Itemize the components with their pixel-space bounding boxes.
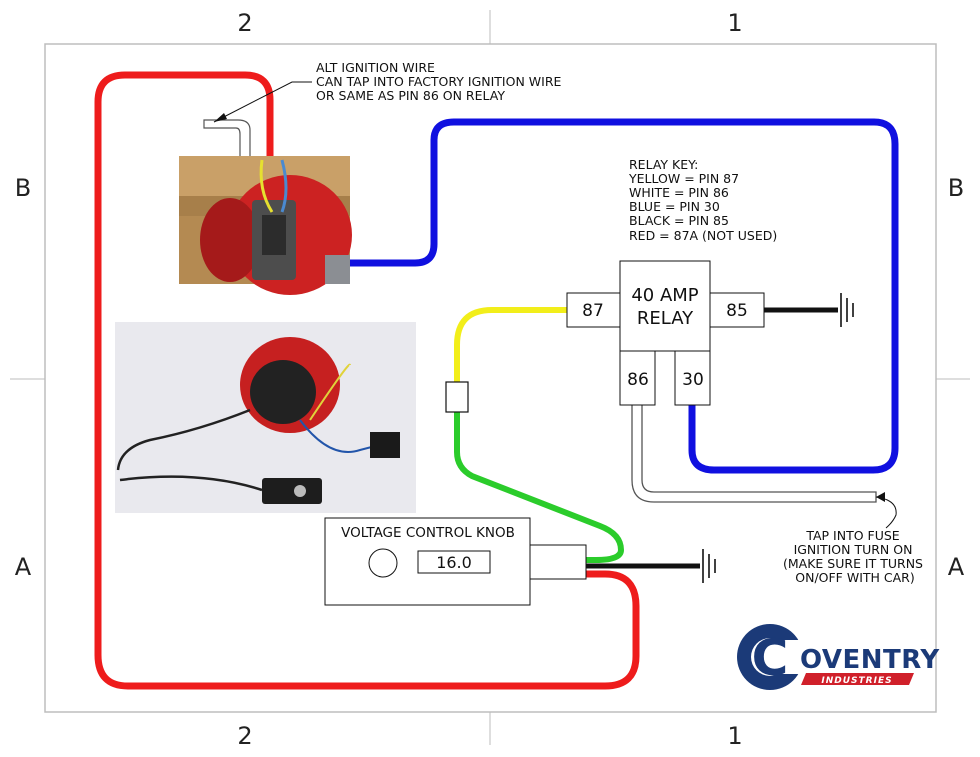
zone-label-bottom-1: 1	[727, 722, 742, 750]
relay-pin-30-box	[674, 350, 711, 406]
zone-label-right-b: B	[948, 174, 964, 202]
relay-key-line: YELLOW = PIN 87	[628, 171, 739, 186]
red-wire	[94, 71, 640, 690]
alt-note: ALT IGNITION WIRE CAN TAP INTO FACTORY I…	[316, 60, 565, 103]
alt-note-arrowhead	[214, 113, 227, 122]
relay-key: RELAY KEY: YELLOW = PIN 87 WHITE = PIN 8…	[628, 157, 777, 243]
alt-note-line: CAN TAP INTO FACTORY IGNITION WIRE	[316, 74, 562, 89]
logo-wordmark: OVENTRY	[800, 645, 940, 675]
white-wire	[631, 405, 877, 503]
tap-note: TAP INTO FUSE IGNITION TURN ON (MAKE SUR…	[783, 528, 927, 585]
tap-note-arrowhead	[876, 492, 885, 502]
ground-icon-relay	[840, 293, 854, 327]
zone-label-left-a: A	[15, 553, 32, 581]
relay-pin-86: 86	[627, 370, 649, 390]
svg-text:C: C	[752, 629, 789, 687]
zone-label-top-1: 1	[727, 9, 742, 37]
knob-title: VOLTAGE CONTROL KNOB	[341, 525, 515, 541]
zone-label-top-2: 2	[237, 9, 252, 37]
green-wire	[454, 412, 625, 563]
relay-key-line: WHITE = PIN 86	[629, 185, 729, 200]
module-connector	[529, 544, 587, 580]
alt-ignition-wire	[203, 119, 251, 159]
relay-key-line: BLACK = PIN 85	[629, 213, 729, 228]
knob-dial-icon	[368, 548, 398, 578]
alternator-connector-photo	[179, 156, 352, 295]
tap-note-line: ON/OFF WITH CAR)	[795, 570, 915, 585]
alt-note-line: OR SAME AS PIN 86 ON RELAY	[316, 88, 505, 103]
voltage-control-module: VOLTAGE CONTROL KNOB 16.0	[324, 517, 587, 606]
relay-key-line: BLUE = PIN 30	[629, 199, 720, 214]
relay-40amp: 40 AMP RELAY 87 85 86 30	[566, 260, 765, 406]
relay-label-line2: RELAY	[637, 308, 694, 329]
zone-label-left-b: B	[15, 174, 31, 202]
tap-note-leader	[875, 496, 897, 529]
relay-pin-85: 85	[726, 301, 748, 321]
tap-note-line: (MAKE SURE IT TURNS	[783, 556, 923, 571]
tap-note-line: IGNITION TURN ON	[794, 542, 913, 557]
tap-note-line: TAP INTO FUSE	[805, 528, 899, 543]
inline-fuse-connector	[445, 381, 469, 413]
zone-label-bottom-2: 2	[237, 722, 252, 750]
yellow-wire	[454, 307, 567, 382]
logo-subtitle: INDUSTRIES	[821, 676, 892, 686]
knob-display	[417, 550, 491, 574]
relay-pin-87: 87	[582, 301, 604, 321]
relay-body	[619, 260, 711, 352]
coventry-logo: C OVENTRY INDUSTRIES	[737, 624, 940, 690]
alt-note-leader	[213, 81, 312, 123]
relay-pin-87-box	[566, 292, 621, 328]
relay-pin-30: 30	[682, 370, 704, 390]
relay-key-line: RED = 87A (NOT USED)	[629, 228, 777, 243]
relay-label-line1: 40 AMP	[631, 285, 698, 306]
ground-icon-knob	[702, 549, 716, 583]
blue-wire	[330, 118, 899, 474]
logo-banner	[801, 673, 914, 685]
relay-key-title: RELAY KEY:	[629, 157, 698, 172]
alt-note-line: ALT IGNITION WIRE	[316, 60, 435, 75]
knob-value: 16.0	[436, 553, 472, 572]
zone-label-right-a: A	[948, 553, 965, 581]
alternator-harness-photo	[115, 322, 416, 513]
